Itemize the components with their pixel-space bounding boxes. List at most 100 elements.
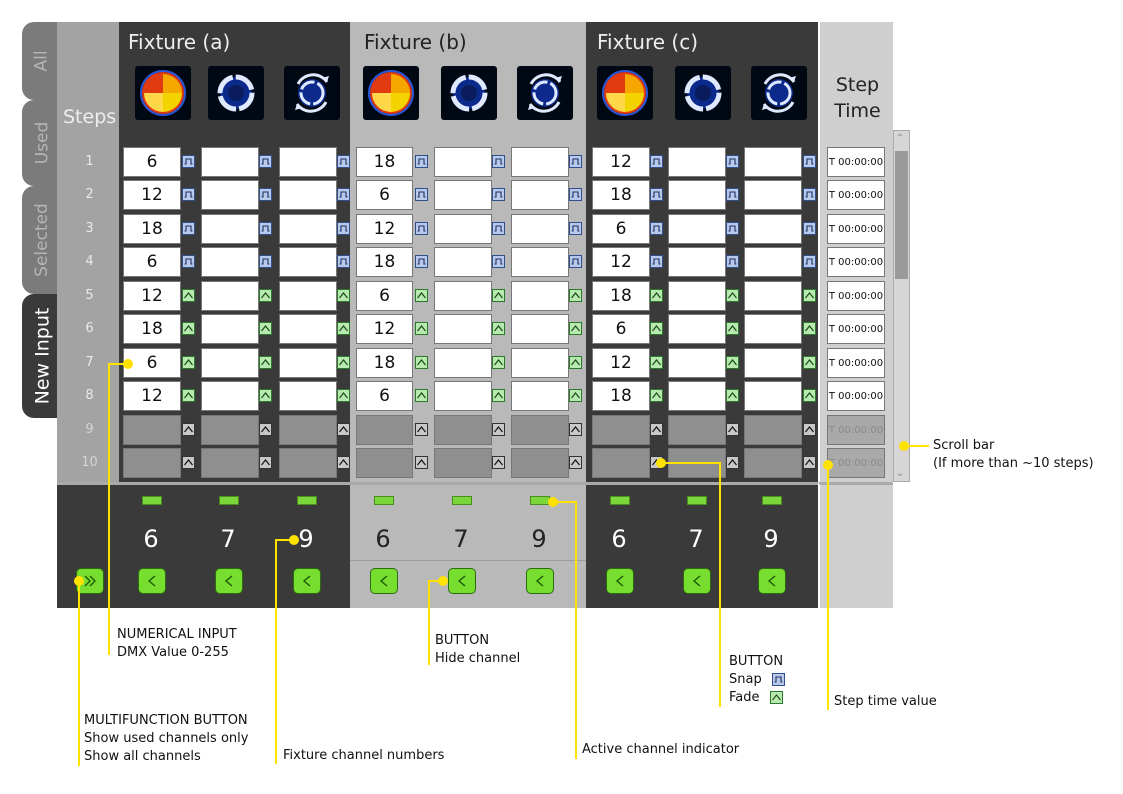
dmx-value-input[interactable]: [279, 448, 337, 478]
step-time-input[interactable]: T 00:00:00: [827, 314, 885, 344]
dmx-value-input[interactable]: 18: [123, 314, 181, 344]
hide-channel-button[interactable]: [758, 568, 786, 594]
dmx-value-input[interactable]: [434, 314, 492, 344]
dmx-value-input[interactable]: [744, 381, 802, 411]
dmx-value-input[interactable]: [279, 281, 337, 311]
snap-button[interactable]: [803, 155, 816, 168]
fade-button[interactable]: [803, 423, 816, 436]
dmx-value-input[interactable]: [123, 448, 181, 478]
fade-button[interactable]: [803, 389, 816, 402]
snap-button[interactable]: [337, 255, 350, 268]
dmx-value-input[interactable]: [668, 415, 726, 445]
snap-button[interactable]: [726, 188, 739, 201]
dmx-value-input[interactable]: [511, 381, 569, 411]
fade-button[interactable]: [492, 356, 505, 369]
dmx-value-input[interactable]: [744, 247, 802, 277]
dmx-value-input[interactable]: 12: [592, 348, 650, 378]
dmx-value-input[interactable]: 12: [592, 247, 650, 277]
scroll-bar[interactable]: ⌃ ⌄: [893, 130, 910, 482]
dmx-value-input[interactable]: 12: [356, 314, 413, 344]
dmx-value-input[interactable]: [201, 348, 259, 378]
dmx-value-input[interactable]: [511, 415, 569, 445]
hide-channel-button[interactable]: [215, 568, 243, 594]
dmx-value-input[interactable]: 18: [592, 281, 650, 311]
dmx-value-input[interactable]: [201, 214, 259, 244]
dmx-value-input[interactable]: [356, 415, 413, 445]
dmx-value-input[interactable]: [668, 348, 726, 378]
step-time-input[interactable]: T 00:00:00: [827, 214, 885, 244]
dmx-value-input[interactable]: [201, 147, 259, 177]
fade-button[interactable]: [569, 356, 582, 369]
fade-button[interactable]: [182, 423, 195, 436]
fade-button[interactable]: [337, 289, 350, 302]
fade-button[interactable]: [726, 423, 739, 436]
fade-button[interactable]: [650, 356, 663, 369]
fade-button[interactable]: [569, 289, 582, 302]
dmx-value-input[interactable]: 6: [356, 381, 413, 411]
fade-button[interactable]: [182, 356, 195, 369]
fade-button[interactable]: [569, 423, 582, 436]
dmx-value-input[interactable]: [744, 147, 802, 177]
snap-button[interactable]: [259, 255, 272, 268]
fade-button[interactable]: [415, 322, 428, 335]
hide-channel-button[interactable]: [293, 568, 321, 594]
dmx-value-input[interactable]: 18: [592, 381, 650, 411]
dmx-value-input[interactable]: 6: [356, 180, 413, 210]
dmx-value-input[interactable]: 6: [356, 281, 413, 311]
dmx-value-input[interactable]: [744, 415, 802, 445]
fade-button[interactable]: [337, 322, 350, 335]
snap-button[interactable]: [492, 188, 505, 201]
snap-button[interactable]: [726, 255, 739, 268]
dmx-value-input[interactable]: 6: [592, 314, 650, 344]
fade-button[interactable]: [259, 389, 272, 402]
snap-button[interactable]: [803, 255, 816, 268]
snap-button[interactable]: [569, 255, 582, 268]
dmx-value-input[interactable]: [201, 247, 259, 277]
fade-button[interactable]: [182, 322, 195, 335]
dmx-value-input[interactable]: 18: [356, 247, 413, 277]
step-time-input[interactable]: T 00:00:00: [827, 147, 885, 177]
dmx-value-input[interactable]: [511, 348, 569, 378]
dmx-value-input[interactable]: [511, 314, 569, 344]
snap-button[interactable]: [415, 155, 428, 168]
step-time-input[interactable]: T 00:00:00: [827, 448, 885, 478]
snap-button[interactable]: [415, 188, 428, 201]
dmx-value-input[interactable]: [201, 381, 259, 411]
dmx-value-input[interactable]: 18: [592, 180, 650, 210]
snap-button[interactable]: [337, 188, 350, 201]
fade-button[interactable]: [569, 389, 582, 402]
dmx-value-input[interactable]: 12: [356, 214, 413, 244]
fade-button[interactable]: [569, 322, 582, 335]
snap-button[interactable]: [803, 188, 816, 201]
fade-button[interactable]: [492, 456, 505, 469]
fade-button[interactable]: [415, 389, 428, 402]
dmx-value-input[interactable]: [201, 448, 259, 478]
snap-button[interactable]: [259, 222, 272, 235]
fade-button[interactable]: [803, 322, 816, 335]
snap-button[interactable]: [492, 255, 505, 268]
fade-button[interactable]: [259, 456, 272, 469]
step-time-input[interactable]: T 00:00:00: [827, 180, 885, 210]
dmx-value-input[interactable]: [511, 247, 569, 277]
fade-button[interactable]: [803, 456, 816, 469]
fade-button[interactable]: [650, 389, 663, 402]
dmx-value-input[interactable]: 18: [356, 147, 413, 177]
dmx-value-input[interactable]: [668, 314, 726, 344]
hide-channel-button[interactable]: [370, 568, 398, 594]
fade-button[interactable]: [726, 289, 739, 302]
dmx-value-input[interactable]: 12: [123, 180, 181, 210]
fade-button[interactable]: [182, 389, 195, 402]
dmx-value-input[interactable]: [668, 214, 726, 244]
fade-button[interactable]: [726, 356, 739, 369]
dmx-value-input[interactable]: [744, 281, 802, 311]
fade-button[interactable]: [415, 423, 428, 436]
snap-button[interactable]: [337, 222, 350, 235]
dmx-value-input[interactable]: 12: [123, 281, 181, 311]
dmx-value-input[interactable]: [511, 281, 569, 311]
dmx-value-input[interactable]: [592, 448, 650, 478]
dmx-value-input[interactable]: [668, 381, 726, 411]
step-time-input[interactable]: T 00:00:00: [827, 415, 885, 445]
fade-button[interactable]: [182, 289, 195, 302]
scroll-down-icon[interactable]: ⌄: [896, 468, 905, 479]
dmx-value-input[interactable]: [434, 180, 492, 210]
